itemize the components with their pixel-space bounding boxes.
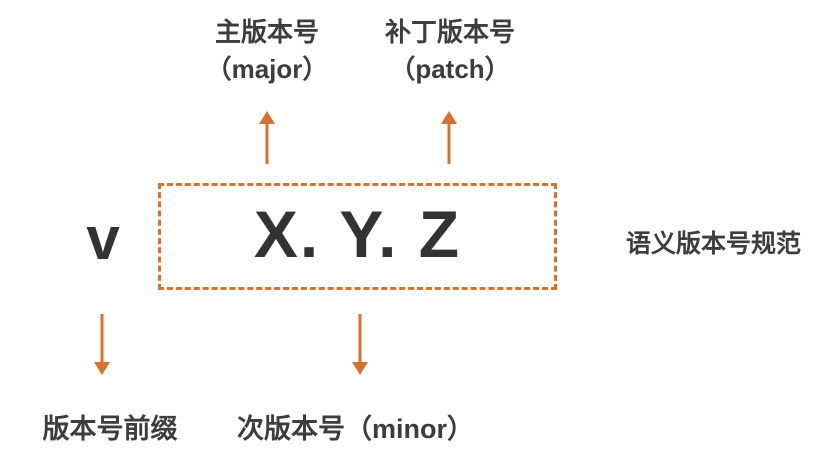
arrow-shaft [100,314,104,364]
version-core-box: X. Y. Z [158,183,557,290]
arrowhead [352,362,368,375]
up-arrow-patch-icon [441,111,457,164]
down-arrow-prefix-icon [94,314,110,375]
version-prefix-symbol: v [86,205,120,272]
patch-label-en: （patch） [389,54,511,84]
patch-label: 补丁版本号 （patch） [360,14,540,88]
arrow-shaft [265,122,269,164]
major-label-en: （major） [205,54,329,84]
arrow-shaft [447,122,451,164]
prefix-label: 版本号前缀 [42,414,178,444]
semver-spec-label: 语义版本号规范 [626,230,802,258]
major-label-zh: 主版本号 [214,17,319,47]
version-core-text: X. Y. Z [253,196,462,271]
up-arrow-major-icon [259,111,275,164]
patch-label-zh: 补丁版本号 [384,17,515,47]
arrowhead [441,111,457,124]
major-label: 主版本号 （major） [177,14,357,88]
minor-label: 次版本号（minor） [237,414,475,444]
arrowhead [94,362,110,375]
down-arrow-minor-icon [352,314,368,375]
arrow-shaft [358,314,362,364]
arrowhead [259,111,275,124]
